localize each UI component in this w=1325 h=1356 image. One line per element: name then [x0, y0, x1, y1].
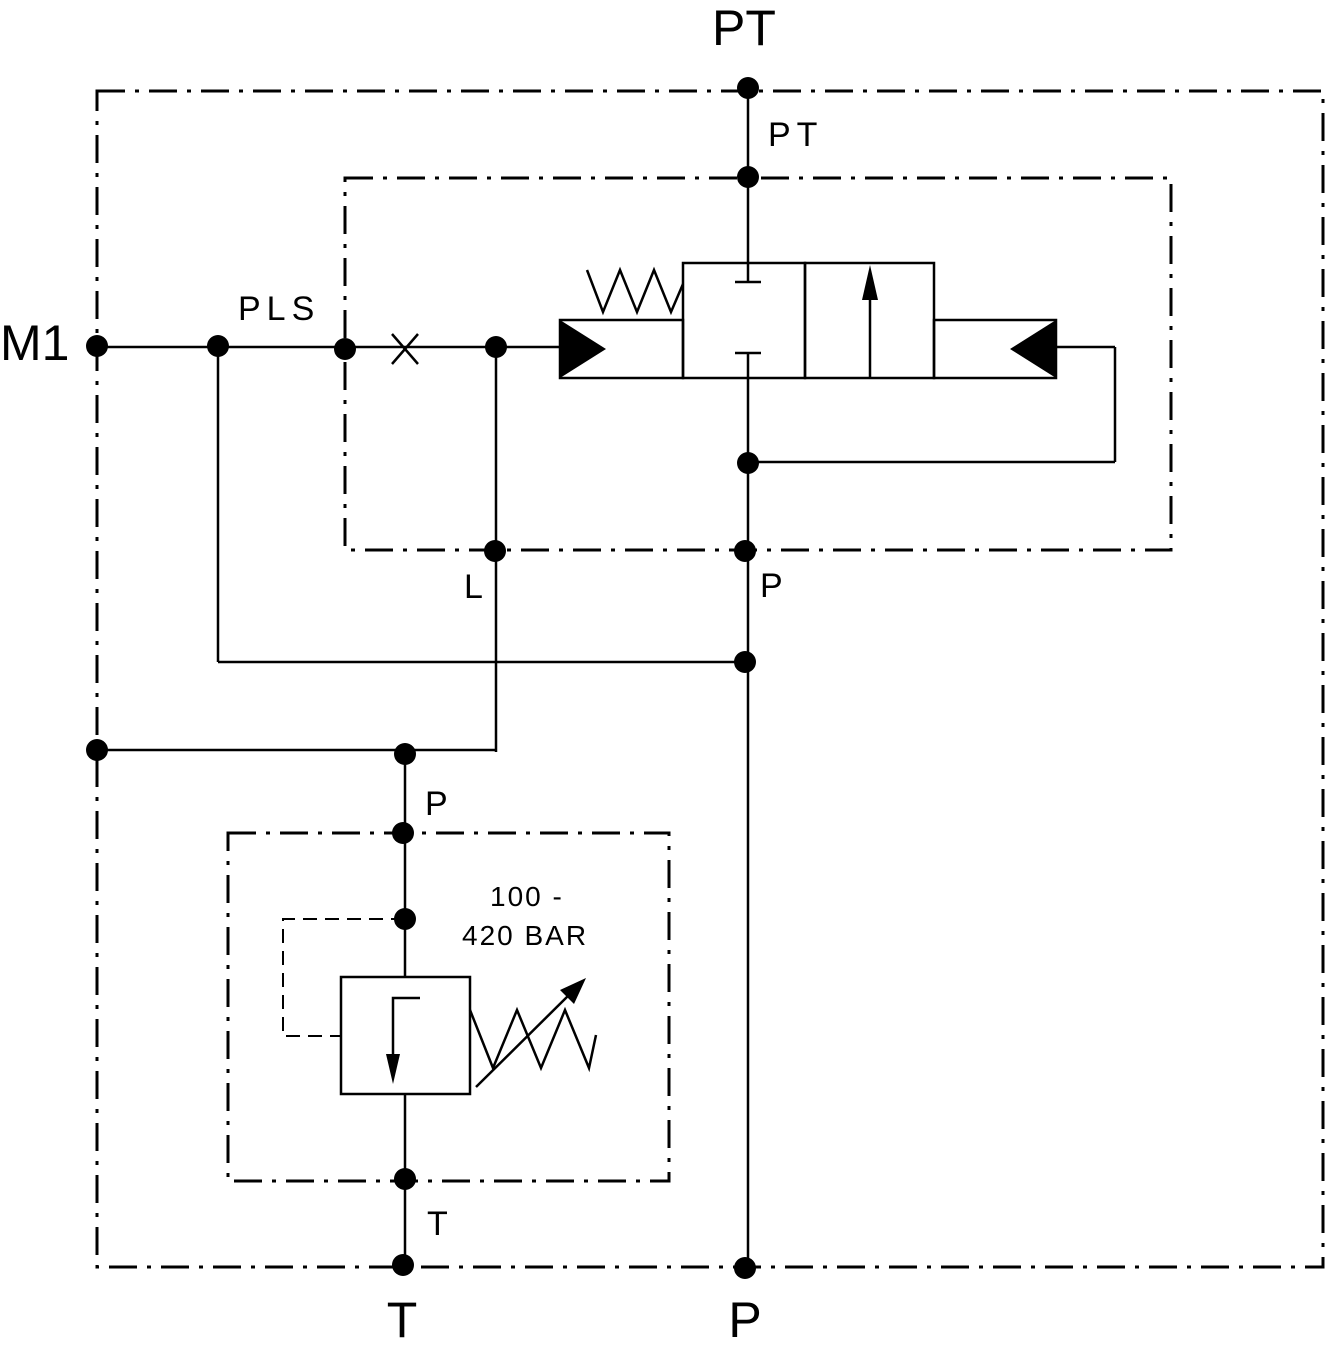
m1-port-dot: [86, 335, 108, 357]
relief-cartridge-boundary: [226, 831, 671, 1183]
relief-flow-arrow-icon: [386, 1054, 400, 1084]
relief-setting-line2: 420 BAR: [462, 920, 588, 951]
l-port-dot: [484, 540, 506, 562]
orifice-icon-stroke: [391, 333, 419, 365]
pls-entry-dot: [334, 338, 356, 360]
pls-dot: [207, 335, 229, 357]
pilot-left-triangle-icon: [560, 320, 606, 378]
relief-pilot-line: [282, 918, 405, 1037]
relief-t-port-dot: [394, 1168, 416, 1190]
inner-label-pls: PLS: [238, 290, 320, 328]
pilot-right-triangle-icon: [1010, 320, 1056, 378]
t-port-dot: [392, 1254, 414, 1276]
valve-cartridge-boundary: [343, 176, 1173, 552]
inner-label-p-valve: P: [760, 567, 789, 605]
adjustable-arrowhead-icon: [560, 978, 586, 1004]
p-port-dot: [734, 1257, 756, 1279]
port-label-t: T: [387, 1292, 418, 1348]
pt-port-dot: [737, 77, 759, 99]
relief-setting-line1: 100 -: [490, 881, 564, 912]
inner-label-t-relief: T: [427, 1205, 454, 1243]
pls-p-junction-dot: [734, 651, 756, 673]
relief-valve-body: [339, 975, 472, 1096]
inner-label-p-relief: P: [425, 785, 454, 823]
inner-label-l: L: [464, 568, 489, 606]
inner-label-pt: PT: [768, 116, 823, 154]
relief-junction-dot: [394, 743, 416, 765]
relief-flow-path: [391, 996, 420, 1060]
port-label-pt: PT: [712, 0, 776, 56]
valve-spool: [558, 261, 1058, 380]
pilot-junction-dot: [485, 336, 507, 358]
port-label-m1: M1: [0, 315, 69, 371]
valve-spring-icon: [585, 266, 685, 316]
relief-p-port-dot: [392, 822, 414, 844]
relief-pilot-dot: [394, 908, 416, 930]
relief-spring-icon: [468, 1006, 598, 1073]
feedback-junction-dot: [737, 452, 759, 474]
tank-junction-dot: [86, 739, 108, 761]
flow-arrow-icon: [862, 265, 878, 300]
outer-manifold-boundary: [95, 89, 1325, 1269]
port-label-p: P: [728, 1292, 761, 1348]
pt-inner-dot: [737, 166, 759, 188]
p-valve-port-dot: [734, 540, 756, 562]
adjustable-arrow-icon: [475, 991, 573, 1088]
